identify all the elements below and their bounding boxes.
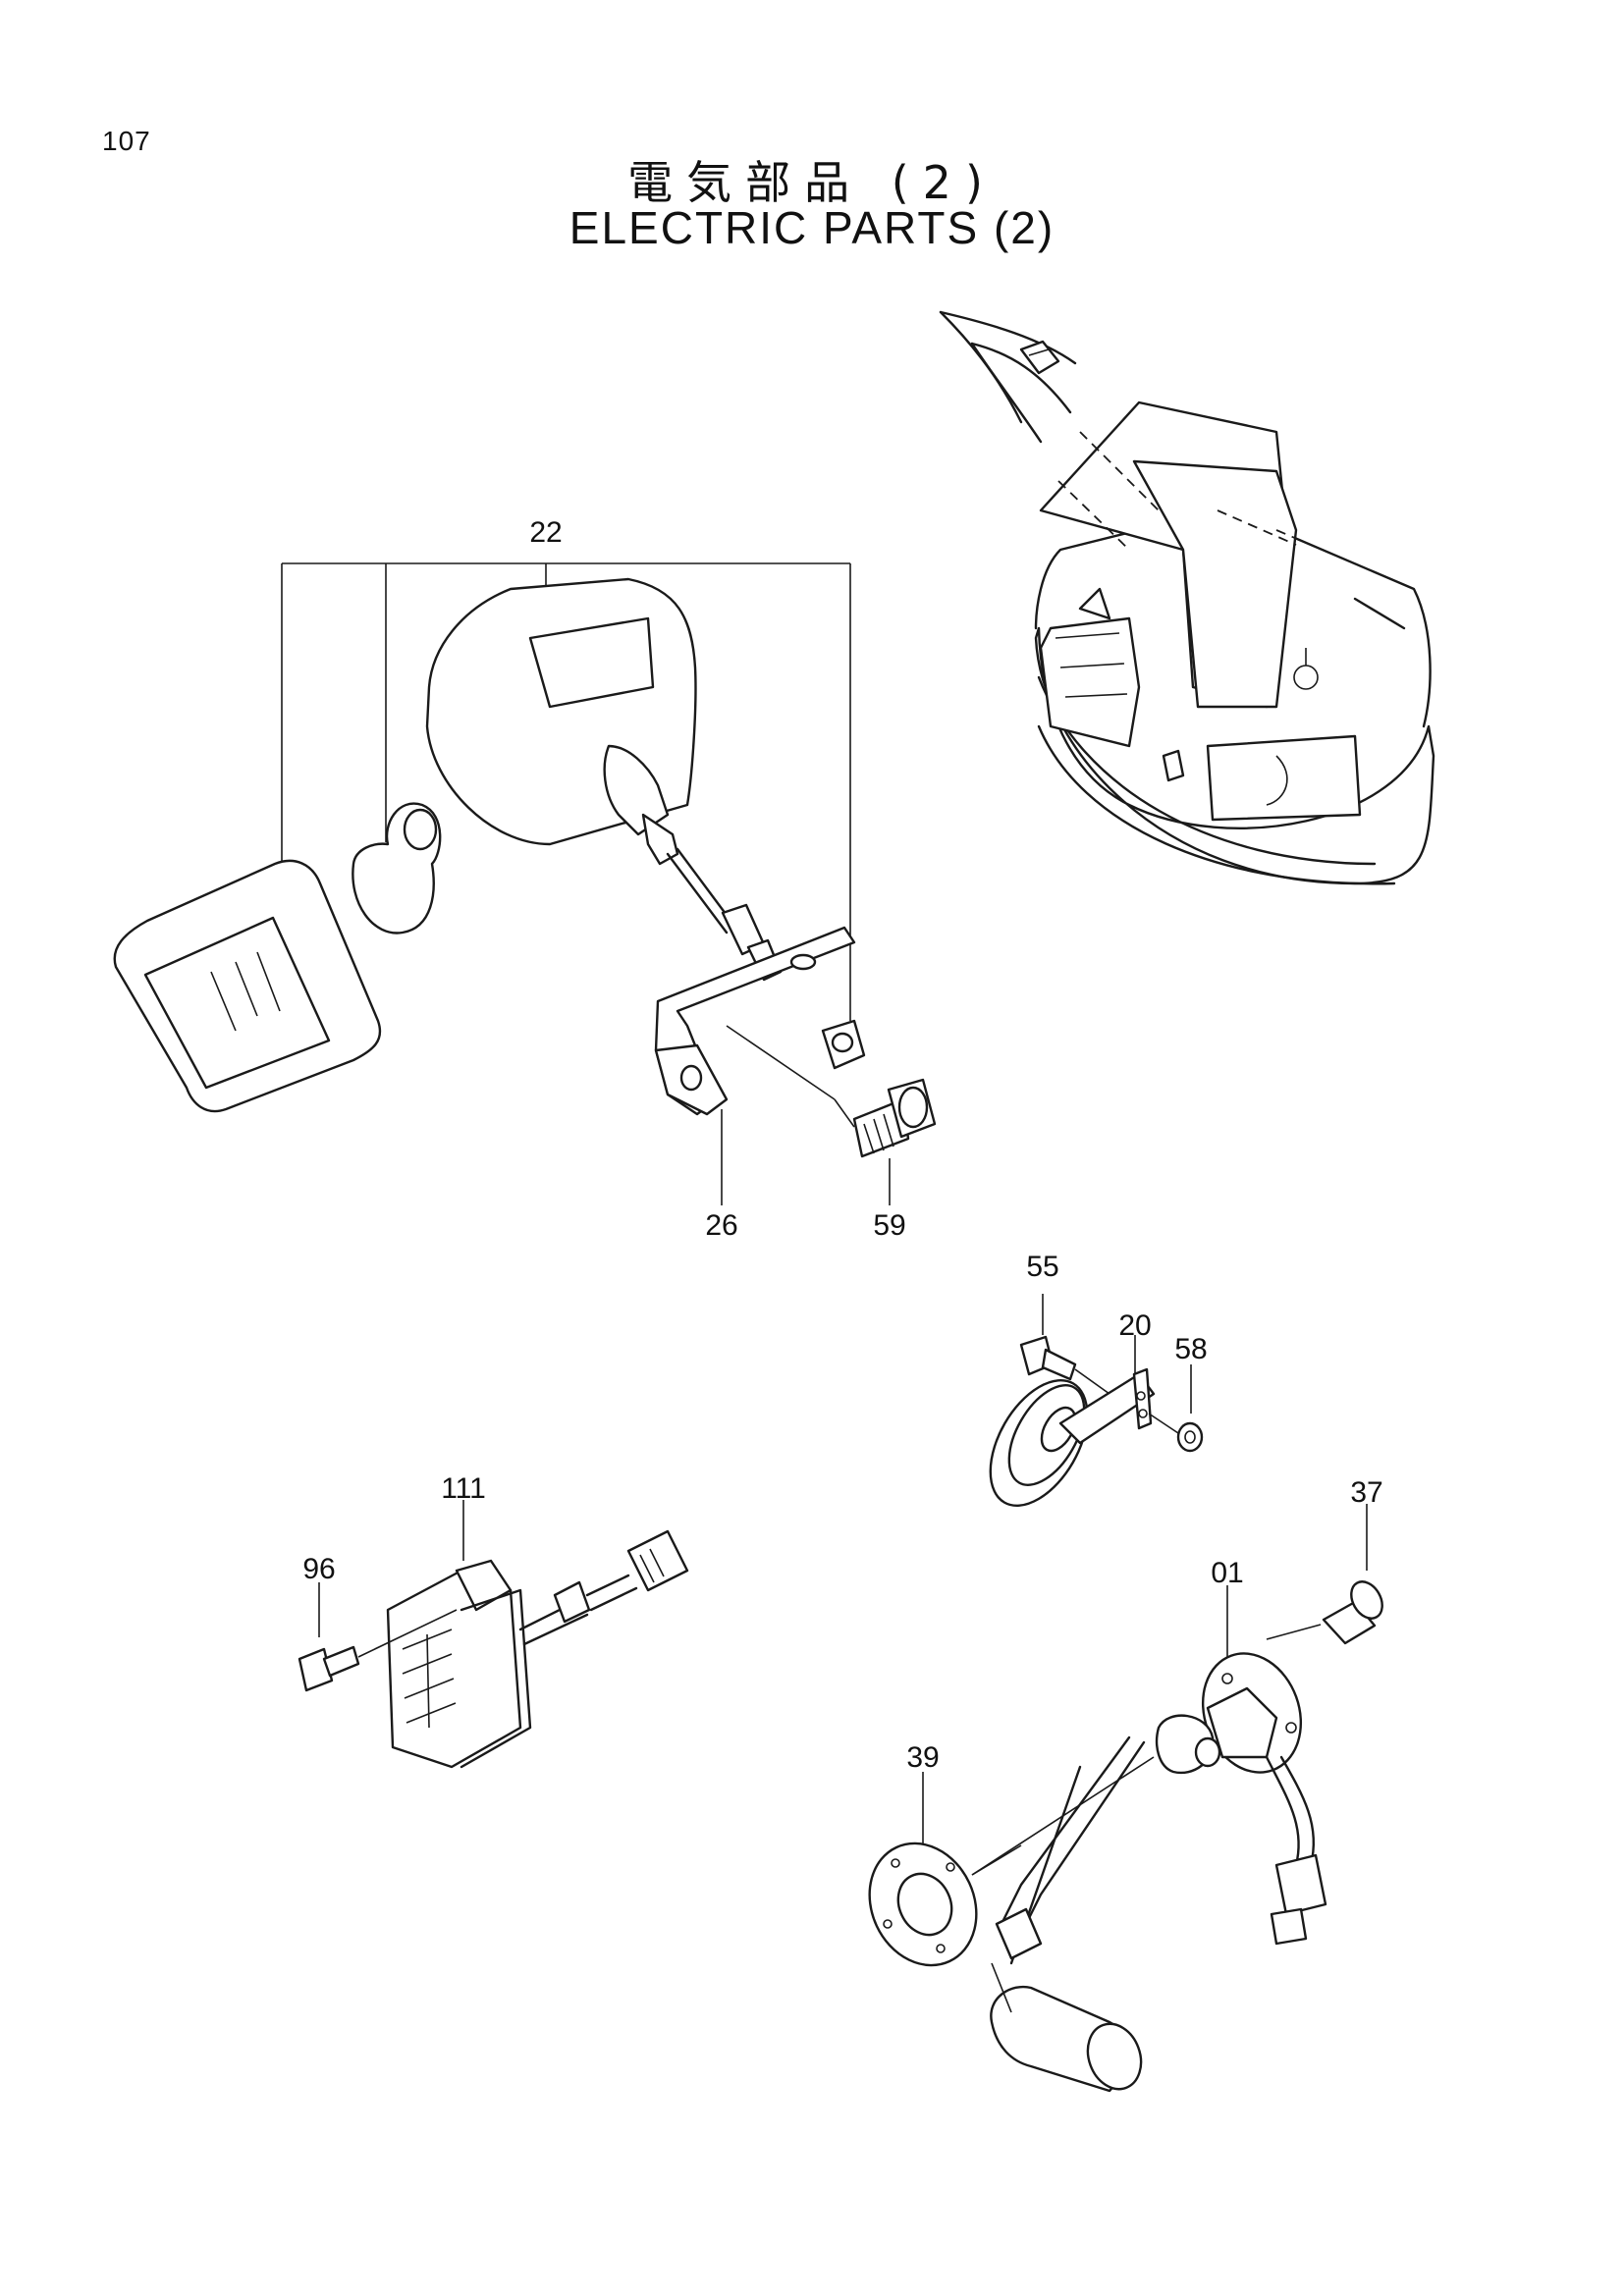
machine-upper-structure-illustration [939,310,1435,885]
callout-58: 58 [1174,1333,1207,1365]
fuel-level-sensor-assembly-illustration [868,1504,1383,2093]
callout-01: 01 [1211,1557,1243,1589]
relay-box-assembly-illustration [298,1500,689,1769]
work-light-assembly-illustration [113,562,937,1205]
callout-96: 96 [302,1553,335,1585]
callout-20: 20 [1118,1309,1151,1342]
page-title-japanese: 電気部品 (2) [627,156,997,209]
callout-26: 26 [705,1209,737,1242]
callout-111: 111 [441,1472,486,1505]
callout-37: 37 [1350,1476,1382,1509]
horn-assembly-illustration [989,1294,1204,1508]
callout-22: 22 [529,516,562,549]
callout-55: 55 [1026,1251,1058,1283]
callout-39: 39 [906,1741,939,1774]
page-number: 107 [102,126,151,156]
page-title-english: ELECTRIC PARTS (2) [568,202,1056,253]
callout-59: 59 [873,1209,905,1242]
callout-labels: 22 26 59 55 20 58 111 96 37 01 39 [302,516,1382,1774]
